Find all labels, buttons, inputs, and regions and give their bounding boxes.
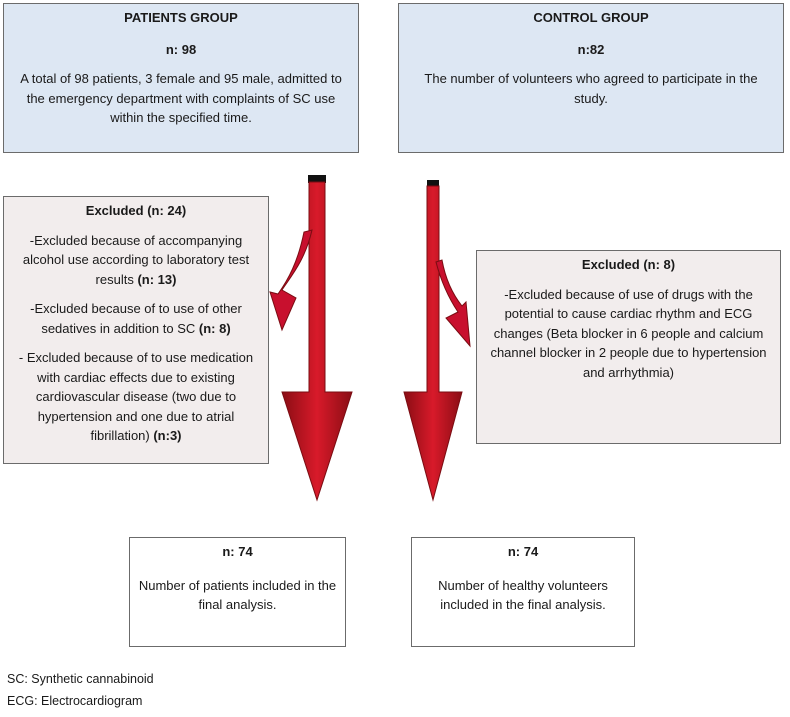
excluded-control-reason: -Excluded because of use of drugs with t… xyxy=(490,286,767,380)
final-patients-description: Number of patients included in the final… xyxy=(138,577,337,613)
final-control-count: n: 74 xyxy=(507,544,539,559)
patients-group-count: n: 98 xyxy=(165,41,197,57)
excluded-patients-box: Excluded (n: 24) -Excluded because of ac… xyxy=(3,196,269,464)
patients-group-description: A total of 98 patients, 3 female and 95 … xyxy=(20,71,342,125)
control-group-box: CONTROL GROUP n:82 The number of volunte… xyxy=(398,3,784,153)
final-patients-box: n: 74 Number of patients included in the… xyxy=(129,537,346,647)
excluded-control-box: Excluded (n: 8) -Excluded because of use… xyxy=(476,250,781,444)
footnote-ecg: ECG: Electrocardiogram xyxy=(7,694,143,708)
final-control-description: Number of healthy volunteers included in… xyxy=(438,577,608,613)
excluded-patients-reason: -Excluded because of to use of other sed… xyxy=(30,301,242,336)
final-control-box: n: 74 Number of healthy volunteers inclu… xyxy=(411,537,635,647)
footnotes: SC: Synthetic cannabinoid ECG: Electroca… xyxy=(7,668,154,712)
patients-branch-arrow xyxy=(269,229,313,332)
excluded-control-title: Excluded (n: 8) xyxy=(581,257,676,272)
excluded-patients-reason: -Excluded because of accompanying alcoho… xyxy=(22,232,250,287)
control-flow-arrow xyxy=(403,180,471,502)
control-group-title: CONTROL GROUP xyxy=(533,10,649,25)
excluded-patients-title: Excluded (n: 24) xyxy=(85,203,187,218)
patients-flow-arrow xyxy=(269,175,353,502)
patients-group-title: PATIENTS GROUP xyxy=(124,10,238,25)
final-patients-count: n: 74 xyxy=(222,544,253,559)
patients-group-box: PATIENTS GROUP n: 98 A total of 98 patie… xyxy=(3,3,359,153)
excluded-patients-reason: - Excluded because of to use medication … xyxy=(18,350,254,443)
control-group-count: n:82 xyxy=(577,41,605,57)
control-branch-arrow xyxy=(435,259,471,348)
control-group-description: The number of volunteers who agreed to p… xyxy=(424,71,758,106)
footnote-sc: SC: Synthetic cannabinoid xyxy=(7,672,154,686)
